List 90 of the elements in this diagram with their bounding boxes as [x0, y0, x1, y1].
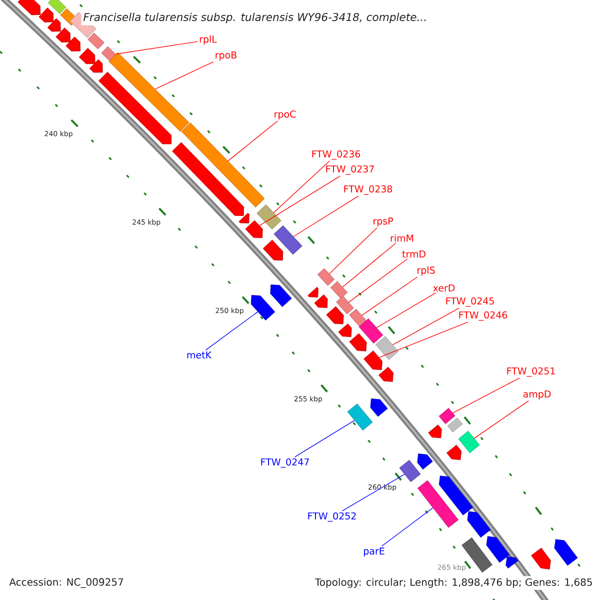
gene-block: [467, 511, 491, 538]
gene-label: rpoC: [274, 110, 296, 120]
gene-block: [326, 306, 344, 324]
gene-block: [554, 539, 578, 566]
leader-line: [154, 62, 214, 90]
gene-label: rplL: [200, 35, 217, 45]
gene-block: [89, 59, 103, 73]
gene-block: [317, 268, 335, 286]
gene-block: [531, 548, 551, 570]
gene-block: [308, 286, 318, 298]
gene-block: [376, 336, 398, 360]
gene-label: FTW_0251: [507, 367, 555, 377]
gene-block: [98, 72, 172, 144]
leader-line: [452, 378, 520, 414]
gene-block: [417, 454, 433, 470]
gene-block: [66, 36, 81, 52]
gene-label: FTW_0237: [326, 165, 374, 175]
leader-line: [474, 400, 529, 439]
gene-block: [262, 240, 284, 261]
gene-block: [274, 225, 302, 255]
leader-line: [273, 160, 330, 213]
gene-block: [330, 281, 348, 299]
leader-line: [378, 322, 468, 358]
leader-line: [392, 308, 460, 346]
leader-line: [259, 176, 341, 226]
leader-line: [348, 258, 408, 303]
gene-block: [238, 212, 250, 224]
gene-block: [349, 308, 367, 328]
gene-block: [48, 0, 66, 14]
leader-line: [293, 196, 359, 237]
gene-label: FTW_0238: [344, 185, 392, 195]
gene-block: [108, 52, 190, 132]
gene-block: [18, 0, 41, 16]
gene-label: rpoB: [216, 52, 236, 60]
gene-block: [486, 536, 510, 563]
gene-block: [358, 318, 384, 344]
leader-line: [228, 120, 278, 162]
gene-block: [314, 294, 328, 308]
gene-label: FTW_0236: [312, 150, 360, 160]
gene-label: rpsP: [374, 218, 393, 226]
gene-label: ampD: [523, 390, 551, 400]
gene-label: trmD: [402, 250, 426, 258]
gene-label: xerD: [433, 284, 455, 292]
gene-block: [428, 424, 442, 438]
gene-block: [38, 8, 54, 22]
gene-block: [172, 142, 244, 216]
gene-block: [47, 18, 61, 32]
gene-label: FTW_0247: [261, 458, 309, 468]
leader-line: [329, 228, 378, 274]
gene-block: [399, 460, 421, 482]
gene-block: [338, 324, 352, 338]
gene-block: [336, 296, 354, 314]
gene-block: [270, 284, 292, 307]
gene-block: [347, 404, 373, 430]
gene-label: FTW_0252: [308, 512, 356, 522]
gene-block: [78, 48, 96, 64]
gene-label: parE: [364, 548, 384, 556]
gene-block: [458, 430, 480, 454]
accession-text: Accession: NC_009257: [7, 576, 126, 590]
gene-block: [256, 204, 282, 230]
title: Francisella tularensis subsp. tularensis WY96-3418, complete...: [81, 10, 430, 26]
gene-block: [250, 295, 276, 320]
gene-label: rplS: [418, 266, 435, 276]
gene-block: [438, 408, 456, 424]
gene-label: rimM: [390, 234, 414, 242]
leader-line: [294, 420, 355, 458]
gene-block: [438, 476, 474, 516]
gene-block: [378, 366, 394, 382]
gene-block: [506, 556, 518, 568]
gene-block: [245, 220, 263, 238]
gene-block: [364, 350, 382, 370]
gene-block: [349, 333, 367, 352]
leader-line: [381, 508, 434, 546]
leader-line: [342, 242, 396, 288]
gene-block: [370, 398, 388, 417]
genome-info-text: Topology: circular; Length: 1,898,476 bp; Genes: 1,685: [312, 576, 595, 590]
gene-block: [56, 28, 71, 42]
leader-line: [362, 276, 418, 316]
gene-block: [447, 418, 463, 432]
gene-block: [181, 122, 265, 208]
gene-block: [417, 480, 459, 528]
gene-block: [88, 32, 104, 50]
leader-line: [376, 292, 436, 328]
leader-line: [342, 474, 405, 512]
leader-line: [116, 41, 198, 54]
gene-label: FTW_0245: [446, 297, 494, 307]
leader-line: [205, 311, 258, 350]
gene-label: metK: [187, 351, 212, 359]
gene-block: [446, 444, 462, 460]
gene-label: FTW_0246: [459, 311, 508, 321]
